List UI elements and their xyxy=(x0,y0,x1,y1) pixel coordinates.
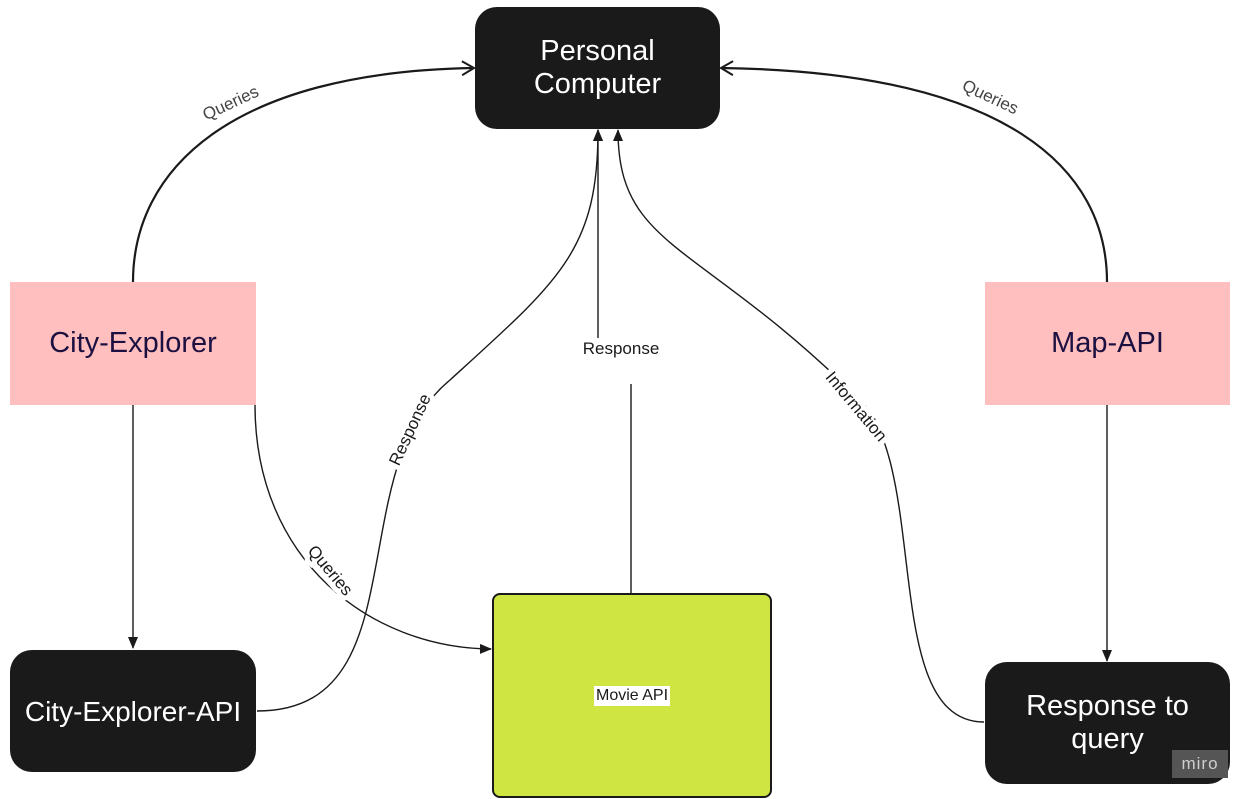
edge-city-explorer-to-pc xyxy=(131,60,476,283)
edge-label-city-explorer-queries: Queries xyxy=(200,82,262,124)
edge-map-api-to-pc xyxy=(719,60,1109,283)
edge-label-movie-queries: Queries xyxy=(304,542,357,600)
node-map-api[interactable]: Map-API xyxy=(985,282,1230,405)
edge-city-explorer-to-movie xyxy=(254,404,492,654)
edge-label-map-api-queries: Queries xyxy=(959,76,1021,118)
edge-api-to-pc xyxy=(256,129,603,712)
node-label-movie-api: Movie API xyxy=(593,685,671,706)
node-movie-api[interactable]: Movie API xyxy=(492,593,772,798)
node-label-response-to-query: Response to query xyxy=(1026,690,1189,755)
edge-label-movie-response: Response xyxy=(583,339,660,358)
edge-label-information: Information xyxy=(822,368,891,445)
node-label-personal-computer: Personal Computer xyxy=(533,35,662,100)
edge-response-to-pc xyxy=(613,129,985,723)
node-personal-computer[interactable]: Personal Computer xyxy=(475,7,720,129)
edge-label-api-response: Response xyxy=(385,391,435,468)
node-label-map-api: Map-API xyxy=(1051,327,1164,359)
node-city-explorer[interactable]: City-Explorer xyxy=(10,282,256,405)
node-city-explorer-api[interactable]: City-Explorer-API xyxy=(10,650,256,772)
node-label-city-explorer: City-Explorer xyxy=(49,327,217,359)
node-label-city-explorer-api: City-Explorer-API xyxy=(24,695,242,727)
miro-watermark[interactable]: miro xyxy=(1172,750,1228,778)
